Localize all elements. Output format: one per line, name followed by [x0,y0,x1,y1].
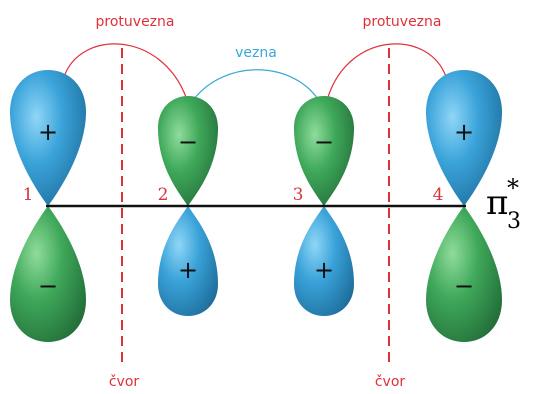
atom-4-number: 4 [433,185,444,205]
orbital-title-star: * [507,174,519,202]
atom-1-number: 1 [23,185,34,205]
atom-1-bottom-sign: − [38,272,58,300]
atom-1-orbital: + − 1 [10,70,86,342]
orbital-title: π * 3 [486,174,521,234]
node-label-left: čvor [109,374,140,390]
antibonding-label-right: protuvezna [363,14,442,30]
atom-3-top-sign: − [314,128,334,156]
atom-4-orbital: + − 4 [426,70,502,342]
atom-2-top-lobe [158,96,218,206]
bonding-label: vezna [235,45,277,61]
atom-3-number: 3 [293,185,304,205]
atom-4-bottom-sign: − [454,272,474,300]
atom-3-orbital: − + 3 [293,96,354,316]
atom-2-bottom-sign: + [178,256,198,284]
atom-1-top-lobe [10,70,86,206]
atom-3-bottom-sign: + [314,256,334,284]
orbital-title-subscript: 3 [507,209,521,234]
atom-4-top-lobe [426,70,502,206]
antibonding-arc-right [327,43,447,98]
atom-2-orbital: − + 2 [158,96,218,316]
bonding-arc [193,69,319,100]
atom-2-top-sign: − [178,128,198,156]
atom-2-number: 2 [158,185,169,205]
atom-1-top-sign: + [38,118,58,146]
orbital-title-symbol: π [486,183,508,223]
node-label-right: čvor [375,374,406,390]
atom-4-bottom-lobe [426,206,502,342]
atom-4-top-sign: + [454,118,474,146]
atom-3-bottom-lobe [294,206,354,316]
antibonding-label-left: protuvezna [96,14,175,30]
atom-1-bottom-lobe [10,206,86,342]
atom-2-bottom-lobe [158,206,218,316]
antibonding-arc-left [63,43,187,98]
atom-3-top-lobe [294,96,354,206]
